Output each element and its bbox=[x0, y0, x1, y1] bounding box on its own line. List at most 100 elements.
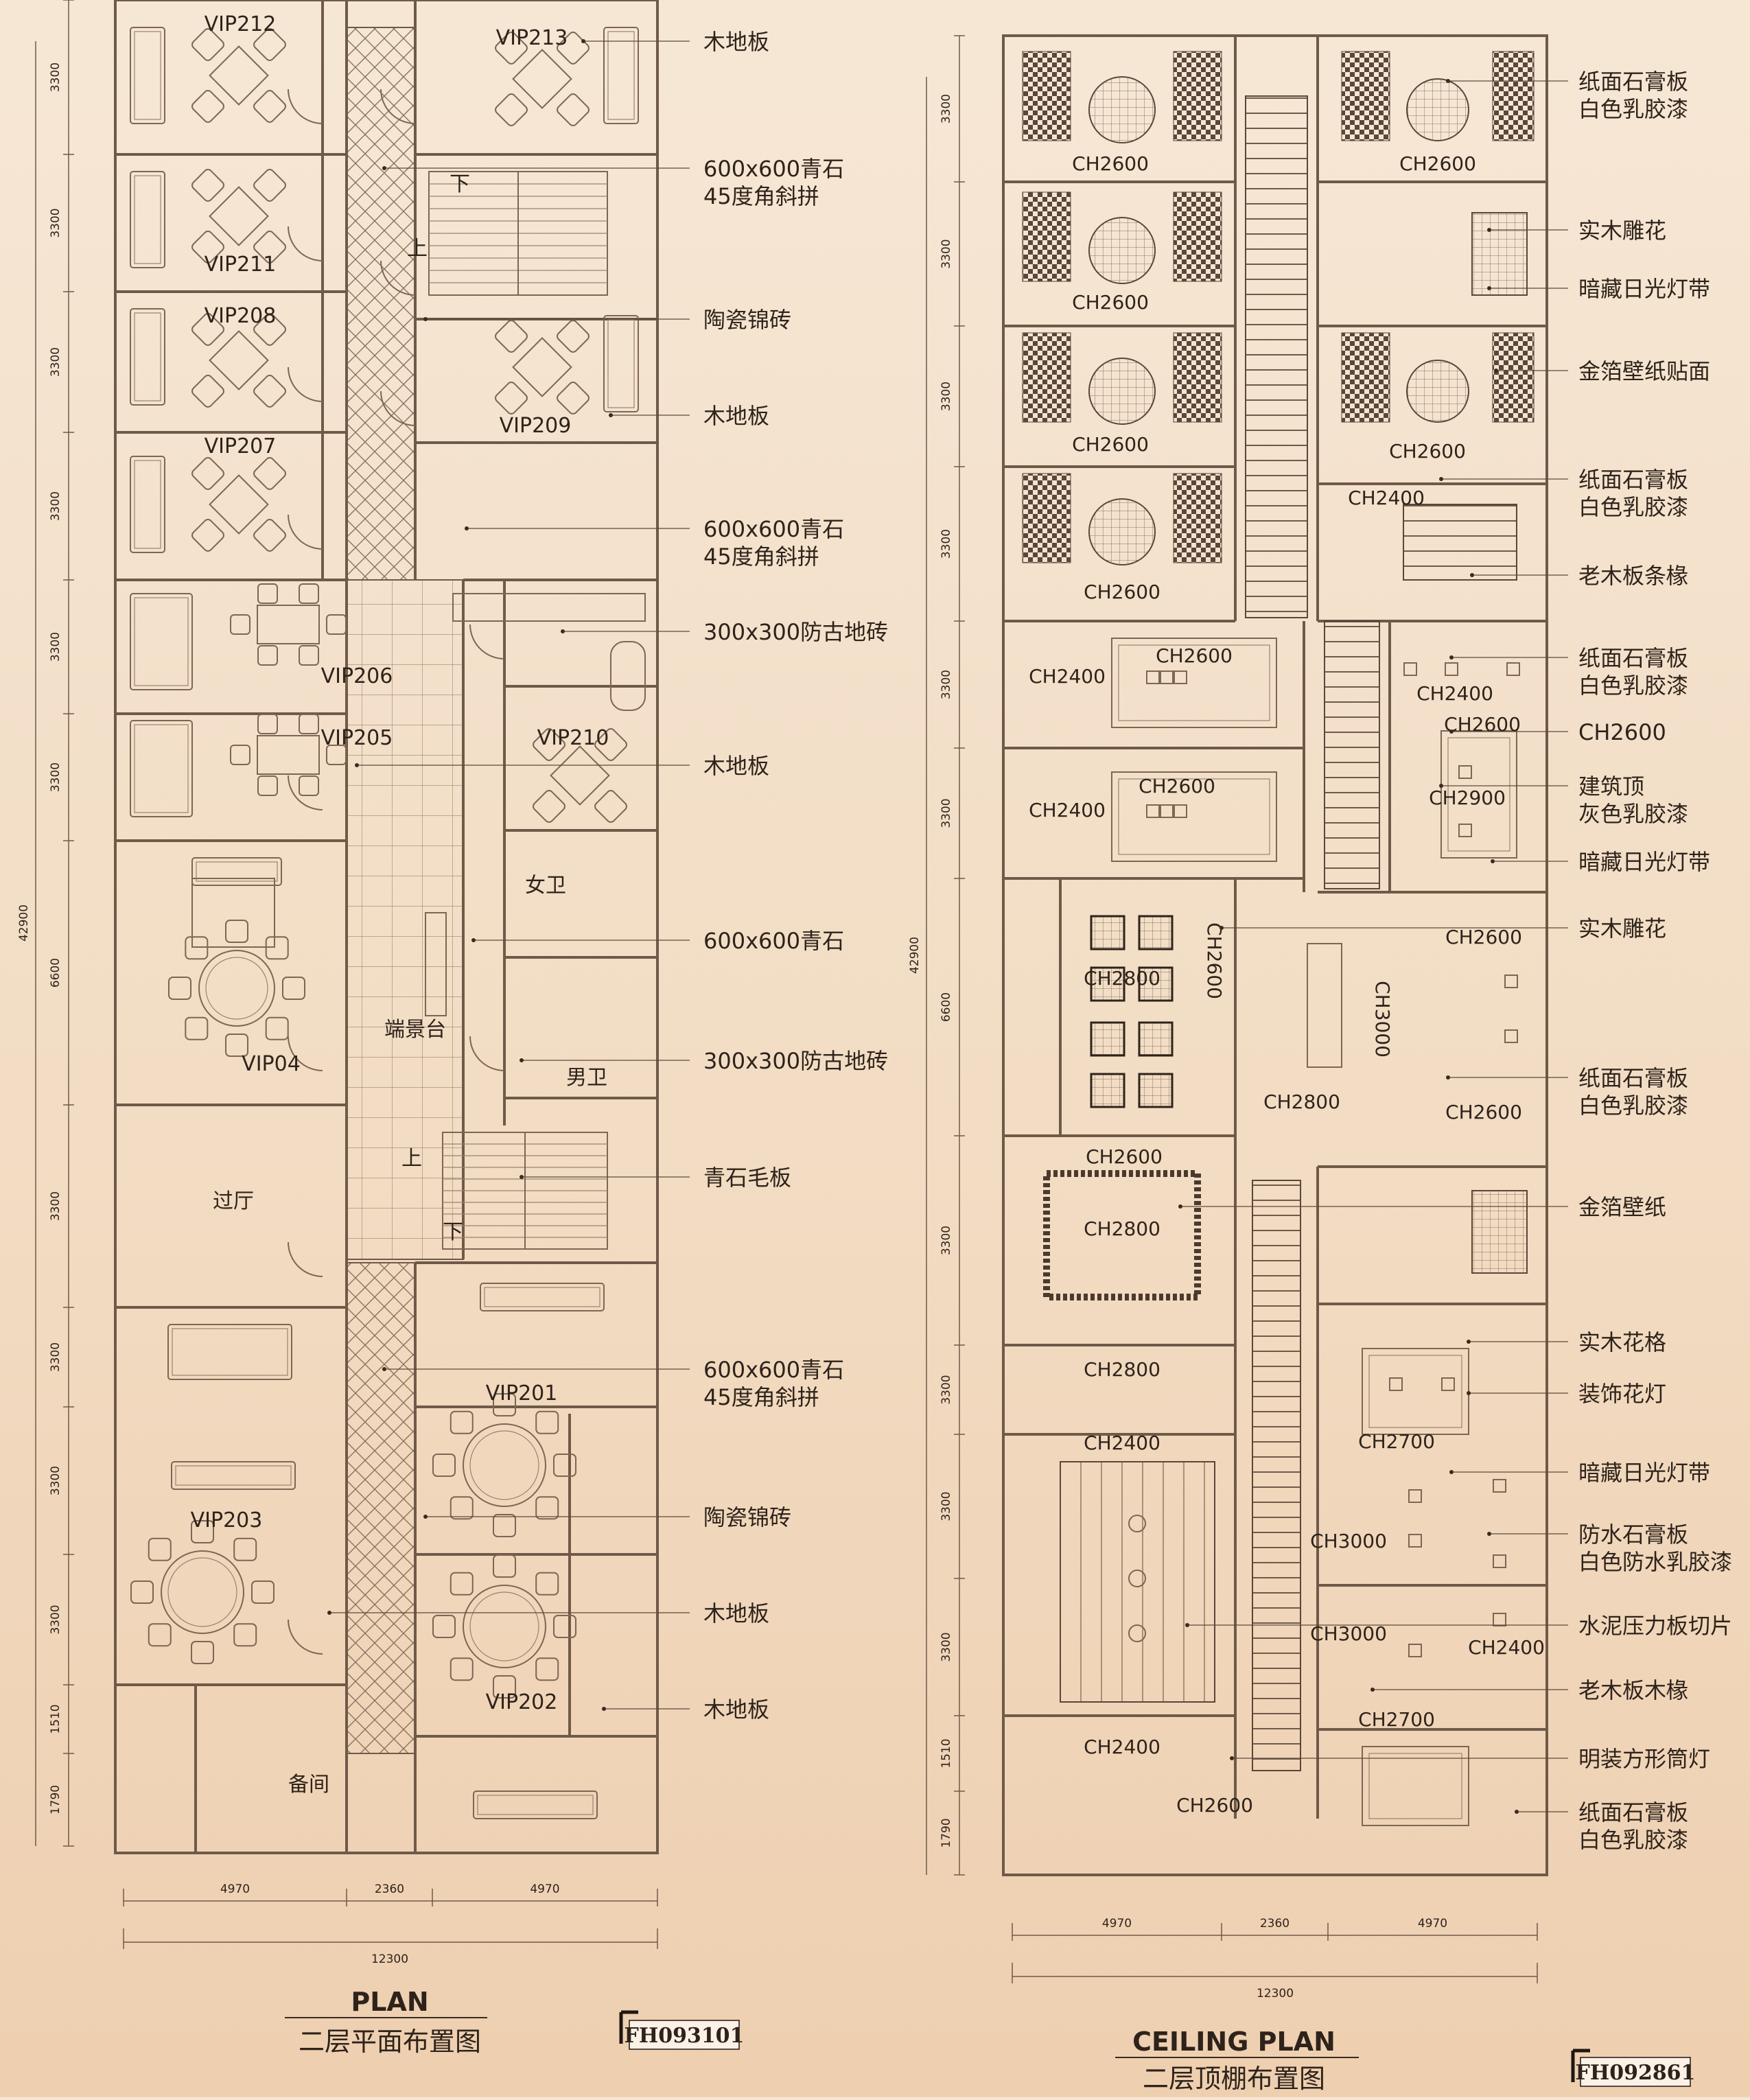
ceiling-material-label: 白色乳胶漆 bbox=[1578, 673, 1688, 699]
ceiling-height-label: CH2600 bbox=[1072, 291, 1149, 314]
plan-dimension: 3300 bbox=[49, 1191, 62, 1221]
ceiling-walls bbox=[1003, 36, 1547, 1819]
plan-dimension: 6600 bbox=[49, 958, 62, 988]
plan-material-label: 青石毛板 bbox=[703, 1165, 791, 1191]
plan-room-label: VIP208 bbox=[205, 304, 277, 328]
ceiling-material-label: 实木花格 bbox=[1578, 1329, 1666, 1355]
plan-room-label: VIP209 bbox=[500, 414, 572, 438]
ceiling-dimension: 3300 bbox=[940, 382, 953, 411]
plan-title-cn: 二层平面布置图 bbox=[299, 2027, 481, 2057]
plan-room-label: 上 bbox=[401, 1147, 422, 1171]
plan-material-label: 45度角斜拼 bbox=[703, 544, 819, 570]
plan-code-box bbox=[629, 2020, 740, 2050]
plan-dimension: 3300 bbox=[49, 632, 62, 662]
plan-dimension: 1510 bbox=[49, 1704, 62, 1734]
plan-room-label: 备间 bbox=[288, 1773, 329, 1797]
plan-material-label: 木地板 bbox=[703, 29, 769, 55]
ceiling-code-box bbox=[1580, 2057, 1691, 2087]
ceiling-height-label: CH2600 bbox=[1156, 644, 1233, 667]
plan-room-label: VIP206 bbox=[321, 664, 393, 688]
ceiling-width-dimension: 4970 bbox=[1418, 1917, 1447, 1930]
ceiling-height-label: CH2600 bbox=[1072, 152, 1149, 175]
plan-room-label: VIP203 bbox=[191, 1508, 263, 1532]
ceiling-dimension: 3300 bbox=[940, 94, 953, 124]
ceiling-material-label: 明装方形筒灯 bbox=[1578, 1746, 1710, 1772]
plan-dimension: 3300 bbox=[49, 1466, 62, 1495]
ceiling-material-label: CH2600 bbox=[1578, 719, 1666, 745]
corridor-diagonal-tiles-lower bbox=[346, 1262, 416, 1754]
ceiling-height-label: CH2600 bbox=[1203, 922, 1226, 999]
plan-material-label: 600x600青石 bbox=[703, 516, 844, 542]
ceiling-height-label: CH2900 bbox=[1429, 786, 1506, 809]
plan-total-width: 12300 bbox=[371, 1952, 408, 1966]
ceiling-material-label: 白色乳胶漆 bbox=[1578, 96, 1688, 122]
ceiling-material-label: 灰色乳胶漆 bbox=[1578, 801, 1688, 827]
ceiling-height-label: CH2600 bbox=[1086, 1145, 1163, 1168]
ceiling-material-label: 纸面石膏板 bbox=[1578, 467, 1688, 493]
plan-room-label: 男卫 bbox=[566, 1066, 607, 1090]
plan-dimension: 3300 bbox=[49, 1605, 62, 1634]
ceiling-height-label: CH2600 bbox=[1389, 440, 1466, 463]
plan-width-dimension: 2360 bbox=[375, 1882, 404, 1896]
ceiling-height-label: CH2600 bbox=[1445, 926, 1522, 948]
ceiling-material-label: 暗藏日光灯带 bbox=[1578, 276, 1710, 302]
ceiling-title-en: CEILING PLAN bbox=[1132, 2027, 1335, 2057]
ceiling-title-cn: 二层顶棚布置图 bbox=[1143, 2064, 1325, 2094]
plan-room-label: 下 bbox=[450, 172, 470, 196]
ceiling-height-label: CH2400 bbox=[1468, 1636, 1545, 1659]
ceiling-dimension: 3300 bbox=[940, 1632, 953, 1661]
ceiling-total-width: 12300 bbox=[1257, 1987, 1294, 2000]
plan-room-label: VIP207 bbox=[205, 434, 277, 458]
ceiling-material-label: 实木雕花 bbox=[1578, 915, 1666, 942]
ceiling-dimension: 3300 bbox=[940, 1226, 953, 1255]
ceiling-code: FH092861 bbox=[1576, 2061, 1696, 2085]
ceiling-material-labels: 纸面石膏板白色乳胶漆实木雕花暗藏日光灯带金箔壁纸贴面纸面石膏板白色乳胶漆老木板条… bbox=[1178, 69, 1732, 1853]
ceiling-material-label: 纸面石膏板 bbox=[1578, 645, 1688, 671]
plan-dimension: 3300 bbox=[49, 62, 62, 92]
stair-upper bbox=[428, 171, 608, 296]
ceiling-height-label: CH2600 bbox=[1445, 1101, 1522, 1123]
ceiling-code-bracket bbox=[1571, 2049, 1590, 2082]
ceiling-dimension: 3300 bbox=[940, 798, 953, 828]
ceiling-material-label: 白色防水乳胶漆 bbox=[1578, 1549, 1732, 1575]
plan-room-label: 下 bbox=[443, 1220, 463, 1244]
plan-dimension: 1790 bbox=[49, 1785, 62, 1815]
ceiling-height-label: CH2600 bbox=[1444, 713, 1521, 736]
ceiling-material-label: 金箔壁纸贴面 bbox=[1578, 358, 1710, 384]
plan-material-label: 陶瓷锦砖 bbox=[703, 1504, 791, 1530]
ceiling-height-label: CH2400 bbox=[1348, 487, 1425, 509]
ceiling-material-label: 纸面石膏板 bbox=[1578, 1065, 1688, 1091]
ceiling-height-label: CH2400 bbox=[1416, 682, 1493, 705]
plan-room-label: 端景台 bbox=[384, 1018, 446, 1042]
stair-lower bbox=[442, 1132, 608, 1250]
ceiling-dimension: 3300 bbox=[940, 239, 953, 268]
ceiling-material-label: 实木雕花 bbox=[1578, 218, 1666, 244]
ceiling-dimension: 3300 bbox=[940, 1491, 953, 1521]
ceiling-material-label: 暗藏日光灯带 bbox=[1578, 849, 1710, 875]
ceiling-height-label: CH2400 bbox=[1029, 799, 1106, 821]
ceiling-features bbox=[1022, 51, 1535, 1826]
ceiling-dimension: 3300 bbox=[940, 529, 953, 559]
ceiling-height-label: CH3000 bbox=[1310, 1530, 1387, 1552]
plan-code: FH093101 bbox=[625, 2024, 745, 2048]
ceiling-height-label: CH2400 bbox=[1084, 1736, 1160, 1758]
plan-room-label: VIP212 bbox=[205, 12, 277, 36]
ceiling-material-label: 纸面石膏板 bbox=[1578, 1799, 1688, 1825]
plan-material-label: 45度角斜拼 bbox=[703, 1384, 819, 1410]
ceiling-material-label: 金箔壁纸 bbox=[1578, 1194, 1666, 1220]
plan-total-height: 42900 bbox=[17, 905, 31, 942]
plan-dimension: 3300 bbox=[49, 491, 62, 521]
ceiling-material-label: 白色乳胶漆 bbox=[1578, 1093, 1688, 1119]
plan-material-label: 600x600青石 bbox=[703, 928, 844, 954]
ceiling-height-label: CH3000 bbox=[1371, 981, 1394, 1058]
ceiling-height-label: CH3000 bbox=[1310, 1622, 1387, 1645]
plan-material-label: 45度角斜拼 bbox=[703, 183, 819, 209]
ceiling-material-label: 白色乳胶漆 bbox=[1578, 1827, 1688, 1853]
ceiling-material-label: 白色乳胶漆 bbox=[1578, 494, 1688, 520]
ceiling-dimension: 3300 bbox=[940, 670, 953, 699]
ceiling-height-label: CH2800 bbox=[1084, 1217, 1160, 1240]
plan-outline bbox=[114, 0, 659, 1854]
ceiling-material-label: 水泥压力板切片 bbox=[1578, 1613, 1732, 1639]
